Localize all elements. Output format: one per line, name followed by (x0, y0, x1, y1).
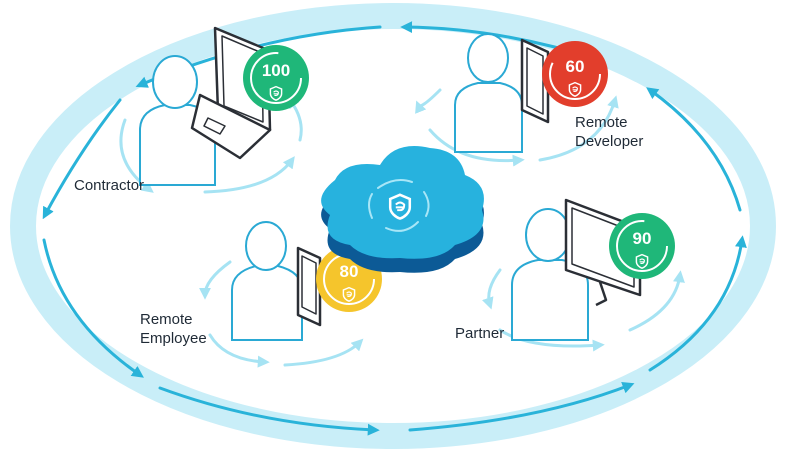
remote-developer-score-badge: 60 (542, 41, 608, 107)
remote-employee-person-icon (231, 221, 303, 341)
label-remote-employee: Remote Employee (140, 310, 207, 348)
contractor-score-badge: 100 (243, 45, 309, 111)
remote-developer-person-icon (454, 33, 523, 153)
partner-person-icon (511, 208, 589, 341)
remote-employee-score: 80 (340, 262, 359, 281)
label-remote-employee-line-2: Employee (140, 330, 207, 347)
tablet-icon (520, 38, 550, 124)
partner-score-badge: 90 (609, 213, 675, 279)
contractor-score: 100 (262, 61, 290, 80)
node-remote-employee: 80 (199, 221, 382, 368)
cloud-shield-icon (321, 146, 484, 273)
node-remote-developer: 60 (415, 33, 619, 167)
remote-developer-score: 60 (566, 57, 585, 76)
phone-icon (296, 246, 322, 327)
label-remote-developer-line-2: Developer (575, 133, 644, 150)
label-remote-developer-line-1: Remote (575, 114, 628, 131)
label-contractor: Contractor (74, 177, 145, 194)
label-partner: Partner (455, 325, 505, 342)
node-contractor: 100 (119, 26, 309, 194)
partner-score: 90 (633, 229, 652, 248)
outer-ring (10, 3, 776, 449)
label-remote-employee-line-1: Remote (140, 311, 193, 328)
node-partner: 90 (482, 198, 685, 352)
label-remote-developer: Remote Developer (575, 113, 643, 151)
